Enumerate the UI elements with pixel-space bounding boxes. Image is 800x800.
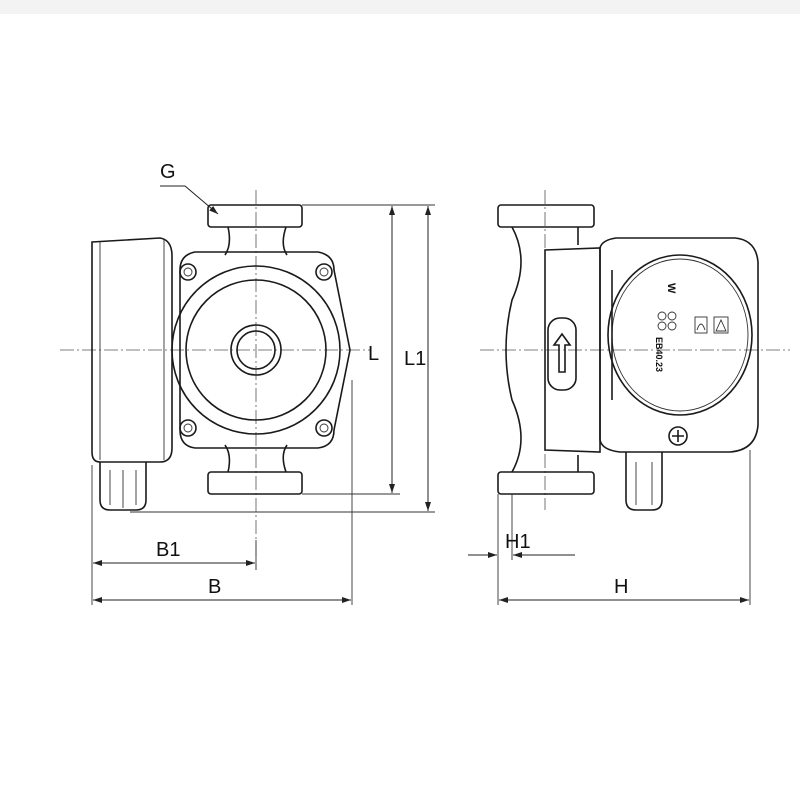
label-g: G [160, 161, 176, 183]
label-h1: H1 [505, 531, 531, 553]
label-b1: B1 [156, 539, 180, 561]
speed-setting-icon [657, 311, 677, 331]
mode-icon [694, 316, 708, 334]
warning-icon [713, 316, 729, 334]
nameplate-model: EB40.23 [654, 337, 664, 372]
label-l1: L1 [404, 348, 426, 370]
bolt-icon [179, 263, 333, 437]
label-l: L [368, 343, 379, 365]
screw-icon [668, 426, 688, 446]
label-h: H [614, 576, 628, 598]
nameplate-unit: W [665, 283, 677, 294]
top-bar [0, 0, 800, 14]
side-view: W EB40.23 H1 H [468, 190, 790, 605]
front-view: G L L1 B1 B [60, 161, 435, 605]
flow-arrow-icon [552, 332, 572, 373]
label-b: B [208, 576, 221, 598]
